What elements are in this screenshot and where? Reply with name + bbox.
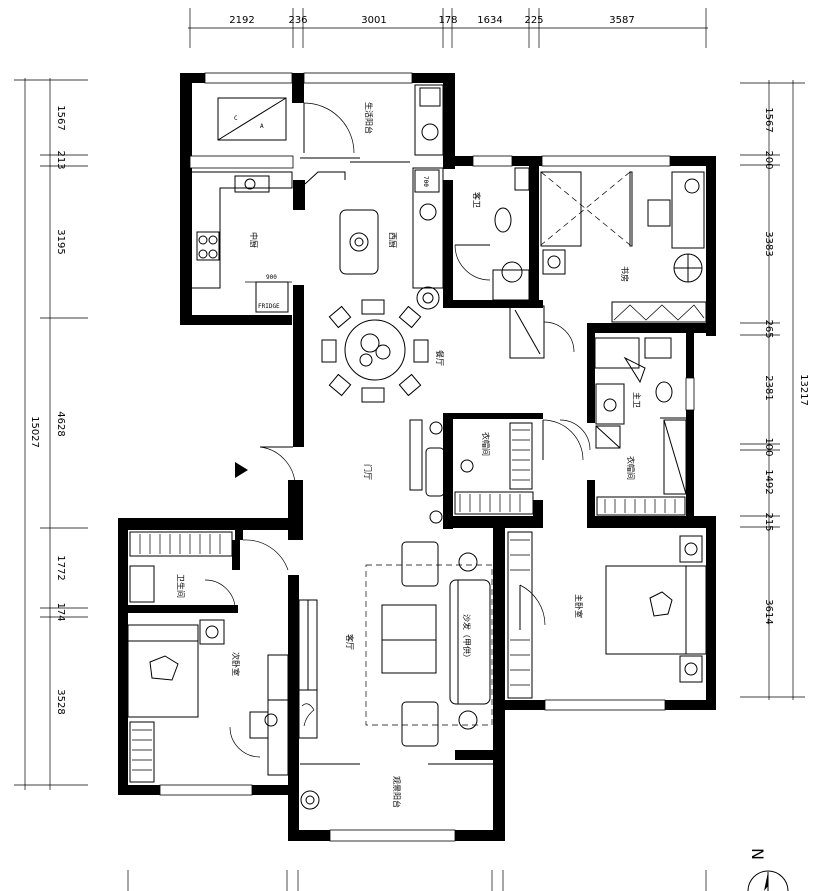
room-label-guest-bath: 客卫 (472, 192, 482, 208)
room-label-second-bedroom: 次卧室 (231, 652, 241, 676)
dim-left-4: 4628 (55, 411, 66, 436)
windows (159, 72, 695, 842)
room-label-closet-a: 衣帽间 (481, 432, 491, 456)
dim-right-total: 13217 (798, 374, 809, 406)
dim-left-3: 3195 (55, 229, 66, 254)
dim-left-6: 174 (55, 602, 66, 621)
fridge-label: FRIDGE (258, 303, 280, 310)
svg-text:C: C (234, 115, 238, 122)
dim-top-1: 2192 (229, 15, 254, 26)
room-label-western-kitchen: 西厨 (388, 232, 397, 248)
dim-right-2: 200 (763, 150, 774, 169)
room-label-living-balcony: 生活阳台 (364, 102, 374, 134)
dim-left-7: 3528 (55, 689, 66, 714)
room-label-master-bath: 主卫 (632, 392, 642, 408)
room-label-study: 书房 (620, 266, 630, 282)
dim-right-7: 1492 (763, 469, 774, 494)
room-label-sofa-note: 沙发（甲供） (462, 614, 472, 662)
dim-right-4: 265 (763, 319, 774, 338)
room-label-living-room: 客厅 (345, 634, 355, 650)
room-label-bath: 卫生间 (176, 574, 186, 598)
dim-left-5: 1772 (55, 555, 66, 580)
room-label-foyer: 门厅 (363, 464, 373, 480)
dim-top-7: 3587 (609, 15, 634, 26)
dim-top-3: 3001 (361, 15, 386, 26)
north-arrow: N (747, 848, 789, 891)
dim-left-1: 1567 (55, 105, 66, 130)
appliance-700-label: 700 (422, 176, 429, 187)
dim-top-2: 236 (288, 15, 307, 26)
dim-right-5: 2381 (763, 375, 774, 400)
north-label: N (748, 848, 767, 860)
room-label-dining: 餐厅 (435, 350, 444, 366)
room-label-chinese-kitchen: 中厨 (249, 232, 259, 248)
room-label-master-bedroom: 主卧室 (574, 594, 584, 618)
room-label-view-balcony: 观景阳台 (392, 776, 402, 808)
dim-top-5: 1634 (477, 15, 502, 26)
dim-right-9: 3614 (763, 599, 774, 624)
dim-left-total: 15027 (29, 416, 40, 448)
walls (118, 73, 716, 841)
svg-text:A: A (260, 123, 264, 130)
dim-right-1: 1567 (763, 107, 774, 132)
dim-top-6: 225 (524, 15, 543, 26)
dim-right-6: 100 (763, 437, 774, 456)
fixtures: C A FRIDGE 900 700 (127, 84, 707, 810)
cabinet-900-label: 900 (266, 274, 277, 281)
dim-right-8: 215 (763, 512, 774, 531)
dim-right-3: 3383 (763, 231, 774, 256)
dimension-lines (14, 8, 805, 891)
dim-top-4: 178 (438, 15, 457, 26)
room-label-closet-b: 衣帽间 (626, 456, 636, 480)
dim-left-2: 213 (55, 150, 66, 169)
